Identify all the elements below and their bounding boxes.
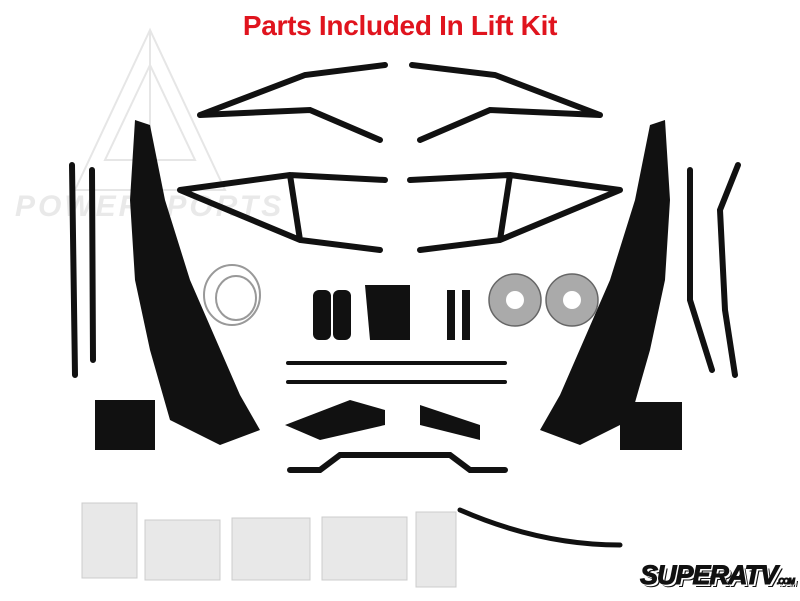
trim-strip bbox=[457, 507, 623, 548]
spindle-left bbox=[130, 120, 260, 445]
upper-a-arm-right bbox=[409, 62, 603, 143]
brake-lines bbox=[203, 264, 261, 326]
boot-1 bbox=[313, 290, 331, 340]
lower-a-arm-left bbox=[177, 171, 388, 253]
tie-rod-end-1 bbox=[447, 290, 455, 340]
logo-text: SUPERATV bbox=[639, 560, 778, 591]
hardware-bag-3 bbox=[231, 517, 311, 581]
superatv-logo: SUPERATV.COM bbox=[639, 560, 796, 591]
mount-plate-center bbox=[365, 285, 410, 340]
logo-suffix: .COM bbox=[777, 577, 796, 587]
upper-a-arm-left bbox=[197, 62, 388, 143]
bracket-right bbox=[620, 402, 682, 450]
mount-plate-left bbox=[285, 400, 385, 440]
bracket-left bbox=[95, 400, 155, 450]
mount-plate-right bbox=[420, 405, 480, 440]
spindle-right bbox=[540, 120, 670, 445]
hardware-bag-2 bbox=[144, 519, 221, 581]
hardware-bag-4 bbox=[321, 516, 408, 581]
tie-rod-right-2 bbox=[716, 162, 741, 378]
lower-a-arm-right bbox=[407, 171, 623, 253]
page-title: Parts Included In Lift Kit bbox=[242, 10, 558, 41]
tie-rod-left-1 bbox=[69, 162, 78, 378]
boot-2 bbox=[333, 290, 351, 340]
tie-rod-right-1 bbox=[687, 167, 715, 373]
crossmember bbox=[287, 452, 508, 473]
hardware-bag-5 bbox=[415, 511, 457, 588]
tie-rod-end-2 bbox=[462, 290, 470, 340]
hardware-bag-1 bbox=[81, 502, 138, 579]
tie-rod-left-2 bbox=[89, 167, 96, 363]
